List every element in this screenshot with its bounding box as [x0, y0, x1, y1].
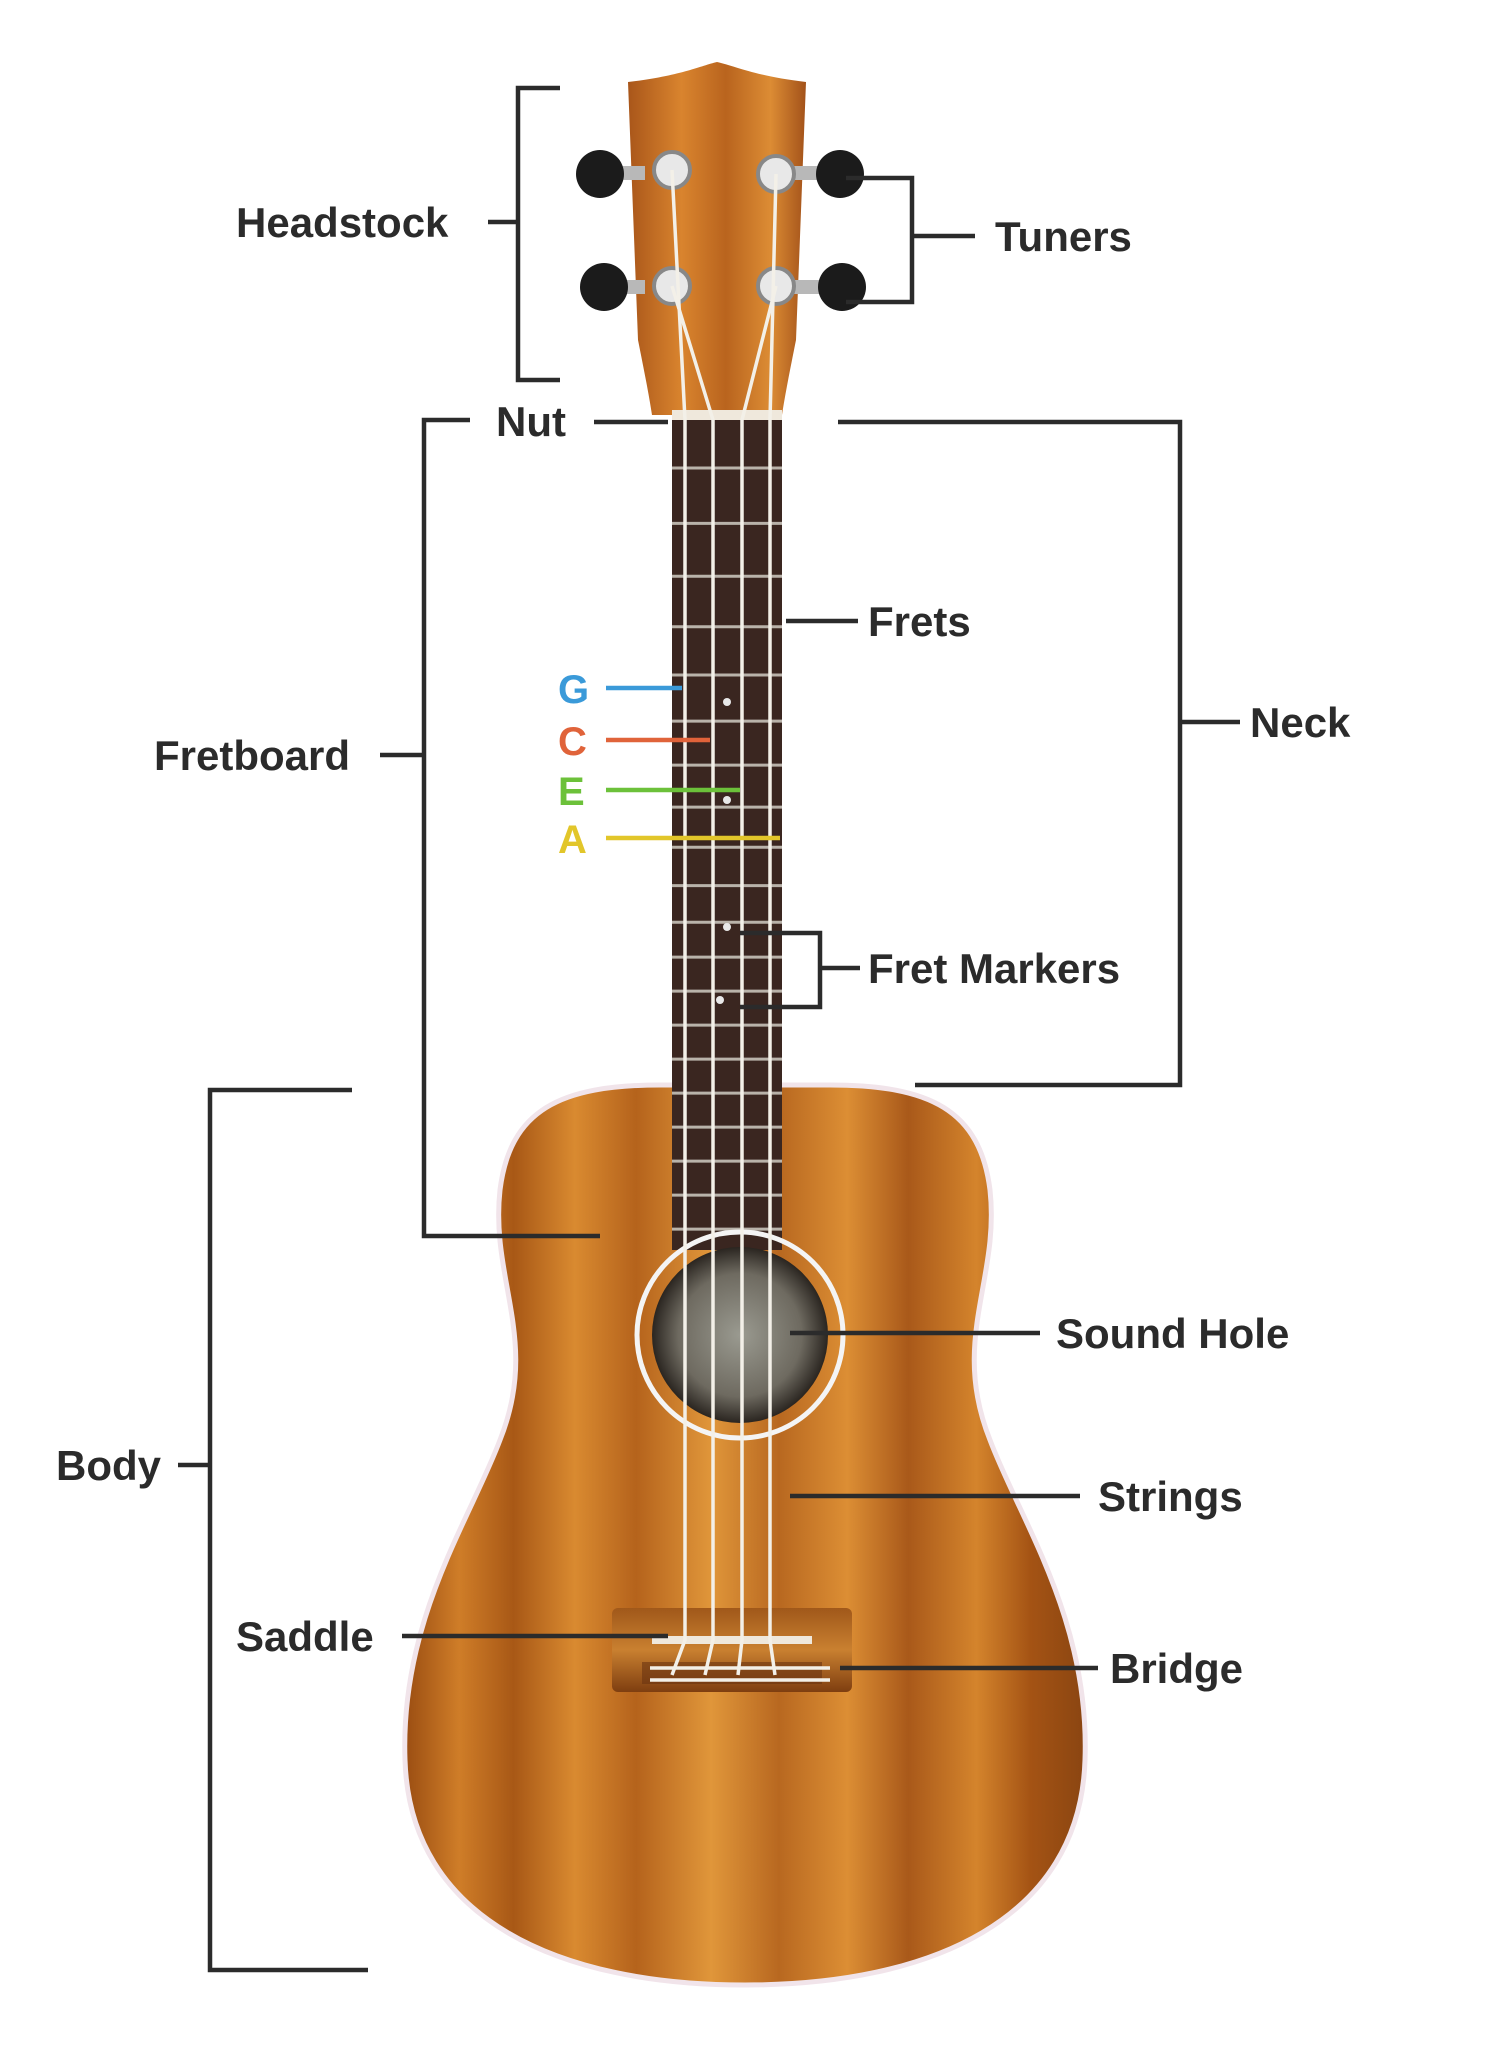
- headstock-bracket: [488, 85, 560, 383]
- string-e: [736, 285, 778, 1676]
- fretboard-bracket: [380, 417, 600, 1239]
- label-frets: Frets: [868, 598, 971, 645]
- label-saddle: Saddle: [236, 1613, 374, 1660]
- frets-group: [672, 466, 782, 1231]
- ukulele-body: [402, 1082, 1088, 1988]
- label-strings: Strings: [1098, 1473, 1243, 1520]
- tuners-bracket: [846, 175, 975, 305]
- ukulele-nut: [672, 410, 782, 420]
- label-headstock: Headstock: [236, 199, 449, 246]
- fret-markers-group: [716, 698, 731, 1004]
- string-ties: [650, 1666, 830, 1682]
- labels: Headstock Tuners Nut Frets Fretboard Nec…: [56, 199, 1351, 1692]
- label-nut: Nut: [496, 398, 566, 445]
- neck-bracket: [838, 419, 1240, 1088]
- string-c: [670, 285, 715, 1676]
- body-bracket: [178, 1087, 368, 1973]
- label-string-e: E: [558, 770, 585, 814]
- ukulele-sound-hole: [652, 1247, 828, 1423]
- fret-marker-dot: [716, 996, 724, 1004]
- ukulele: [402, 62, 1088, 1988]
- label-string-g: G: [558, 668, 589, 712]
- label-string-a: A: [558, 818, 587, 862]
- tuner-peg-icon: [756, 263, 866, 311]
- label-body: Body: [56, 1442, 162, 1489]
- string-g: [670, 169, 687, 1676]
- label-string-c: C: [558, 720, 587, 764]
- label-neck: Neck: [1250, 699, 1351, 746]
- ukulele-saddle: [652, 1636, 812, 1644]
- label-tuners: Tuners: [995, 213, 1132, 260]
- fret-markers-bracket: [740, 930, 860, 1010]
- label-fret-markers: Fret Markers: [868, 945, 1120, 992]
- label-fretboard: Fretboard: [154, 732, 350, 779]
- fret-marker-dot: [723, 698, 731, 706]
- strings-group: [650, 169, 830, 1682]
- label-bridge: Bridge: [1110, 1645, 1243, 1692]
- fret-marker-dot: [723, 923, 731, 931]
- string-a: [768, 173, 778, 1676]
- label-sound-hole: Sound Hole: [1056, 1310, 1289, 1357]
- ukulele-fretboard: [672, 420, 782, 1250]
- ukulele-headstock: [628, 62, 806, 415]
- fret-marker-dot: [723, 796, 731, 804]
- brackets: [178, 85, 1240, 1973]
